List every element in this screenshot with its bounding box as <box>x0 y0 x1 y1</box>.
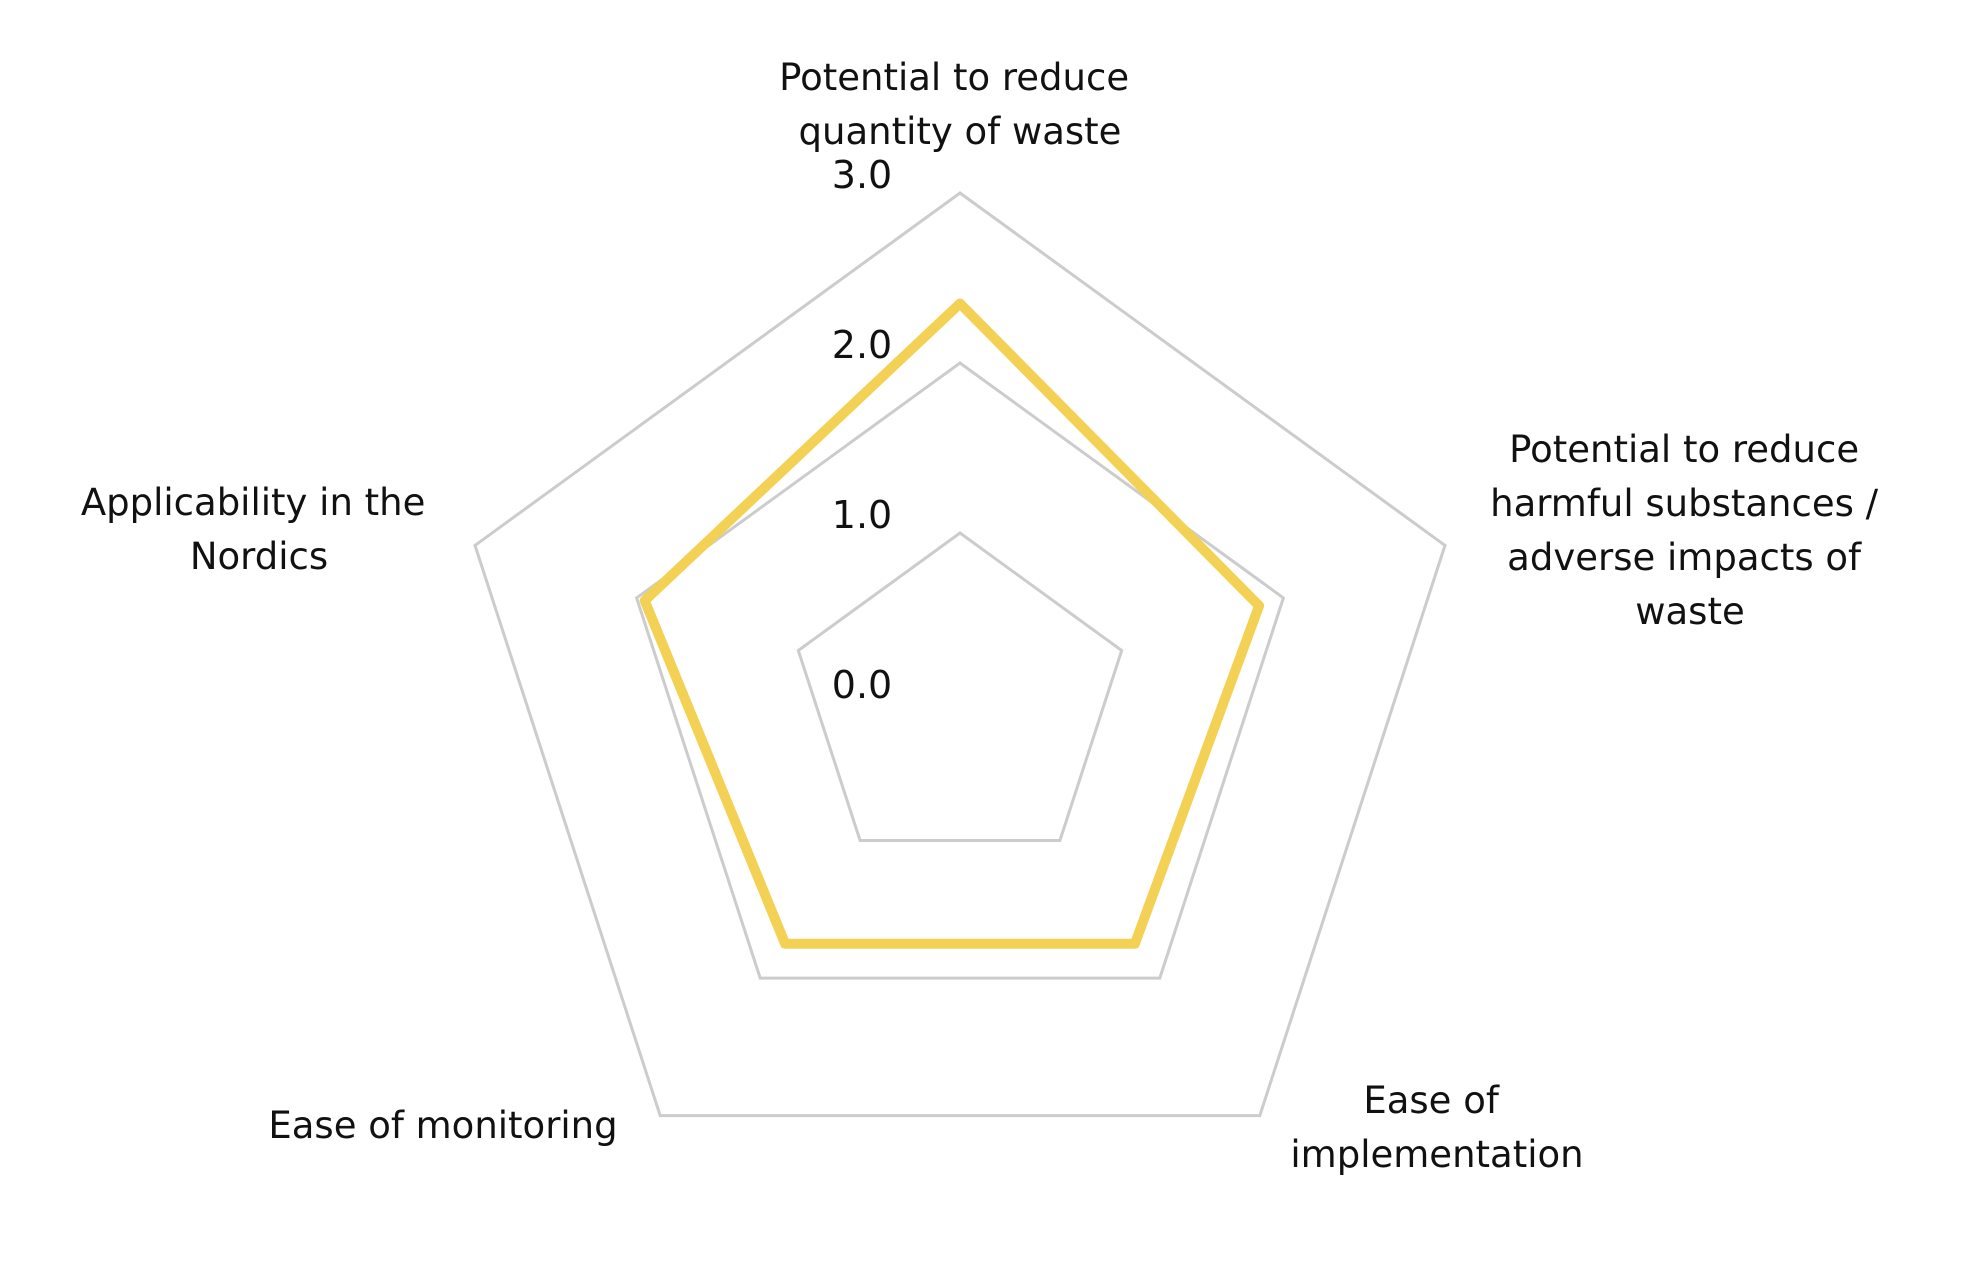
tick-label-1: 1.0 <box>832 493 892 537</box>
axis-label-quantity-line-1: Potential to reduce <box>779 56 1129 99</box>
tick-label-0: 0.0 <box>832 663 892 707</box>
grid-ring-2 <box>637 363 1284 978</box>
axis-label-quantity: Potential to reduce quantity of waste <box>779 56 1141 153</box>
axis-label-applicability: Applicability in the Nordics <box>81 481 437 578</box>
series-polygon <box>645 304 1259 944</box>
axis-label-applicability-line-2: Nordics <box>190 535 328 578</box>
axis-label-applicability-line-1: Applicability in the <box>81 481 426 524</box>
tick-label-3: 3.0 <box>832 153 892 197</box>
tick-labels: 0.0 1.0 2.0 3.0 <box>832 153 892 707</box>
axis-label-harmful-line-1: Potential to reduce <box>1509 428 1859 471</box>
axis-label-harmful-line-2: harmful substances / <box>1490 482 1879 525</box>
grid-layer <box>475 193 1445 1116</box>
axis-label-harmful-line-3: adverse impacts of <box>1507 536 1862 579</box>
axis-label-implementation-line-2: implementation <box>1290 1133 1583 1176</box>
axis-label-quantity-line-2: quantity of waste <box>799 110 1122 153</box>
tick-label-2: 2.0 <box>832 323 892 367</box>
axis-label-monitoring: Ease of monitoring <box>268 1104 617 1147</box>
axis-label-harmful: Potential to reduce harmful substances /… <box>1490 428 1890 633</box>
axis-label-implementation: Ease of implementation <box>1290 1079 1583 1176</box>
axis-label-harmful-line-4: waste <box>1635 590 1744 633</box>
series-layer <box>645 303 1260 943</box>
axis-label-monitoring-line-1: Ease of monitoring <box>268 1104 617 1147</box>
axis-labels: Potential to reduce quantity of waste Po… <box>81 56 1890 1176</box>
axis-label-implementation-line-1: Ease of <box>1363 1079 1499 1122</box>
